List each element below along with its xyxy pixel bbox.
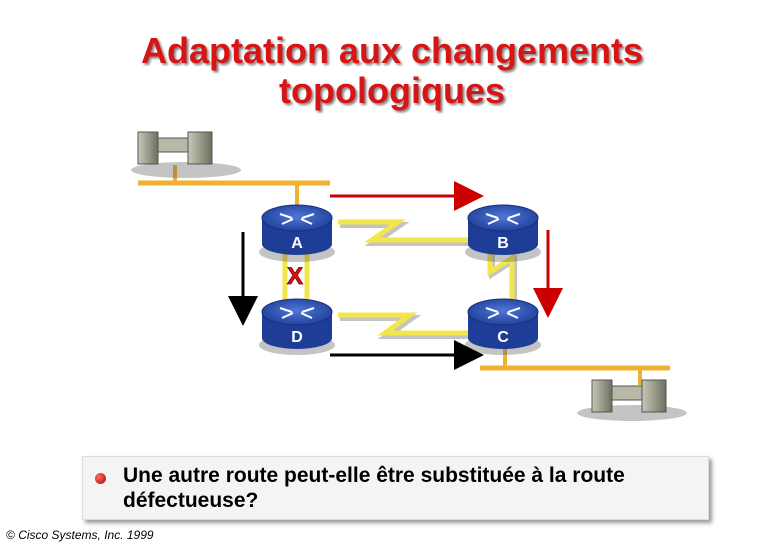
- router-b-label: B: [497, 235, 509, 252]
- router-b-icon: [465, 204, 541, 262]
- copyright-icon: ©: [6, 528, 15, 542]
- wan-link-b-c: [487, 252, 517, 302]
- router-a-icon: [259, 204, 335, 262]
- server-top-icon: [131, 131, 241, 178]
- wan-link-d-c: [338, 312, 472, 339]
- slide-title-line1: Adaptation aux changements: [140, 30, 644, 71]
- slide-title-line2: topologiques: [279, 70, 505, 111]
- server-bottom-icon: [577, 379, 687, 421]
- question-box: Une autre route peut-elle être substitué…: [82, 456, 709, 520]
- bullet-icon: [95, 473, 106, 484]
- link-failure-marker: X: [287, 263, 303, 290]
- wan-link-a-d: [282, 252, 310, 302]
- router-c-icon: [465, 298, 541, 355]
- copyright-text: Cisco Systems, Inc. 1999: [18, 528, 154, 542]
- router-c-label: C: [497, 329, 509, 346]
- router-d-label: D: [291, 329, 303, 346]
- router-a-label: A: [291, 235, 303, 252]
- copyright-footer: © Cisco Systems, Inc. 1999: [6, 528, 154, 542]
- router-d-icon: [259, 298, 335, 355]
- wan-link-a-b: [338, 219, 472, 246]
- question-text: Une autre route peut-elle être substitué…: [123, 464, 625, 512]
